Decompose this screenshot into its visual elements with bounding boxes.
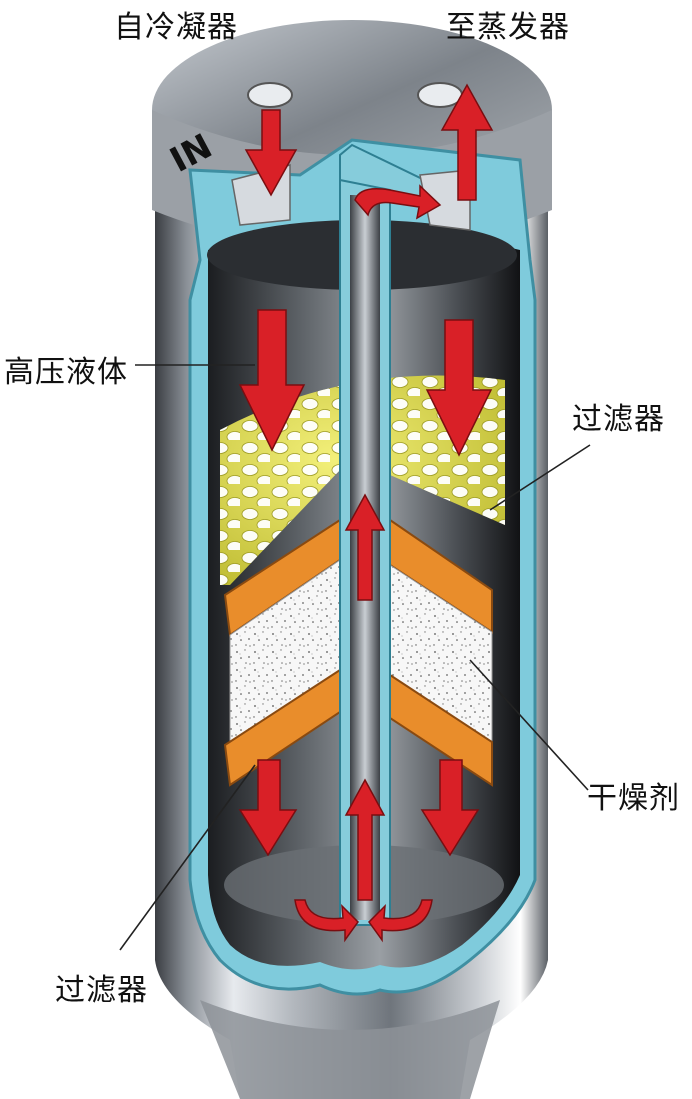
label-high-pressure-liquid: 高压液体 [4,347,128,391]
label-filter-lower: 过滤器 [55,965,148,1009]
label-desiccant: 干燥剂 [587,773,680,817]
label-to-evaporator: 至蒸发器 [446,2,570,46]
label-filter-upper: 过滤器 [572,394,665,438]
label-from-condenser: 自冷凝器 [114,2,238,46]
